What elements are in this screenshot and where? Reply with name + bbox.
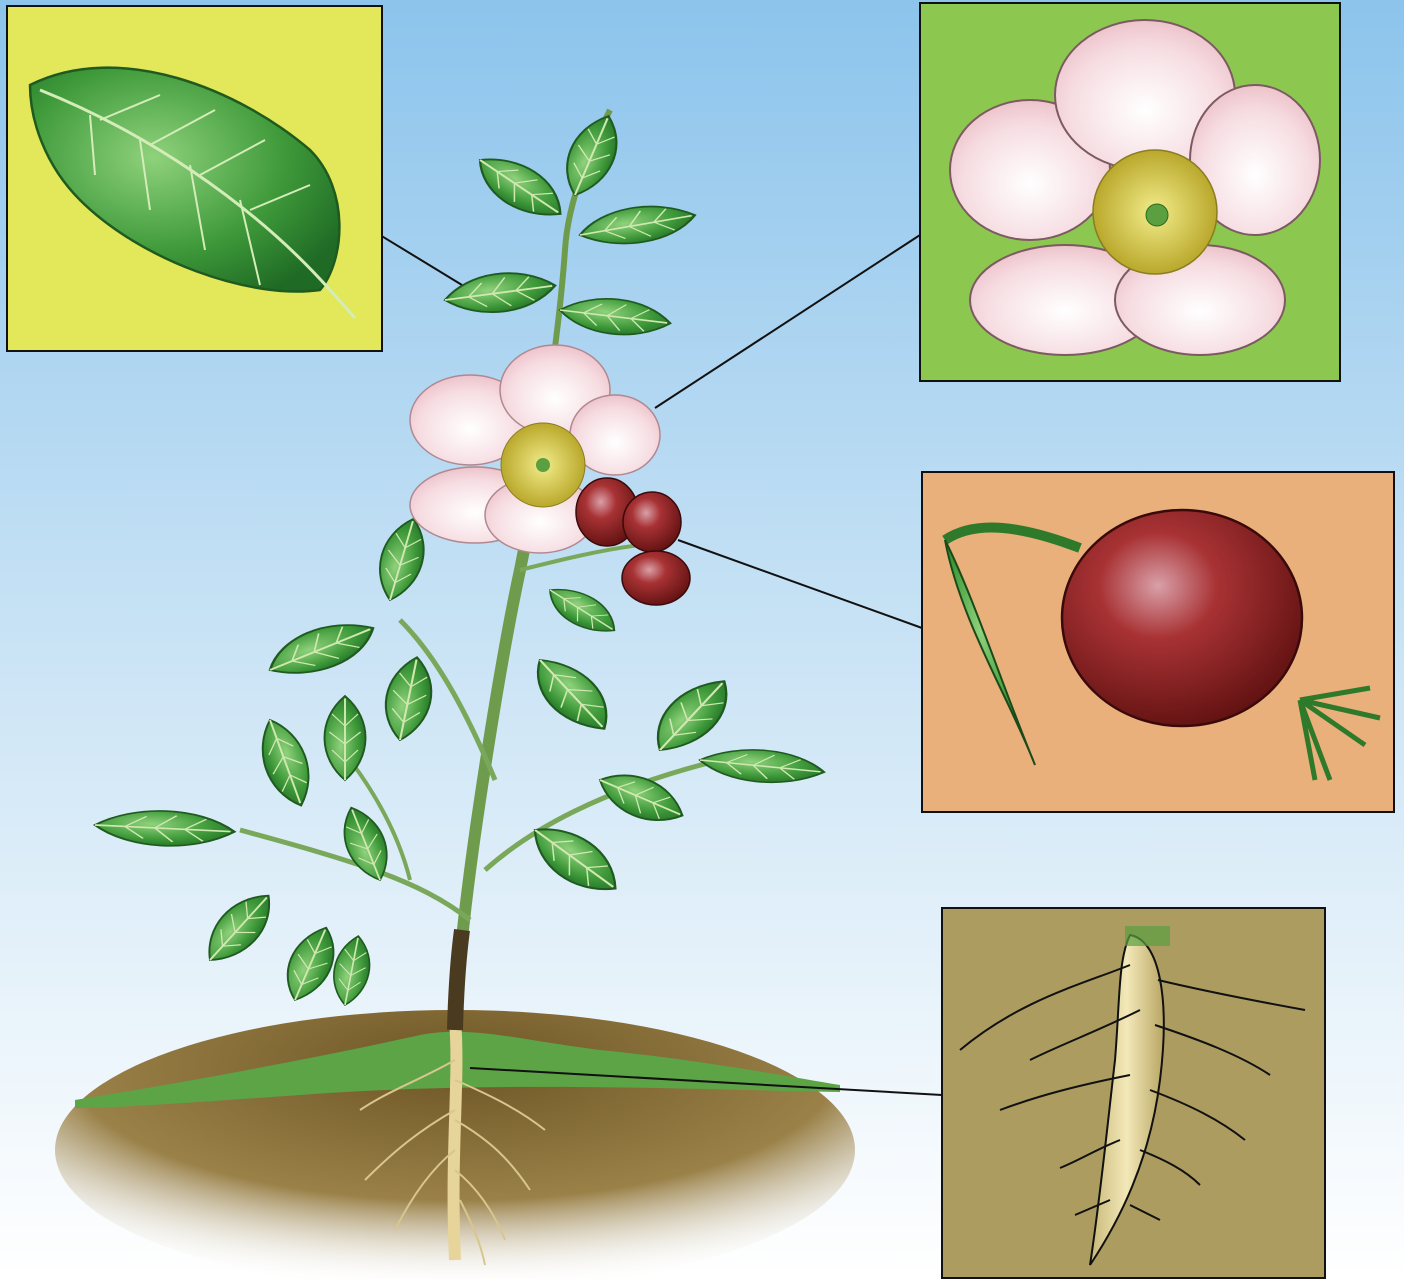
fruit-panel bbox=[922, 472, 1394, 812]
flower-panel bbox=[920, 3, 1340, 381]
leaf-panel bbox=[7, 6, 382, 351]
root-panel bbox=[942, 908, 1325, 1278]
